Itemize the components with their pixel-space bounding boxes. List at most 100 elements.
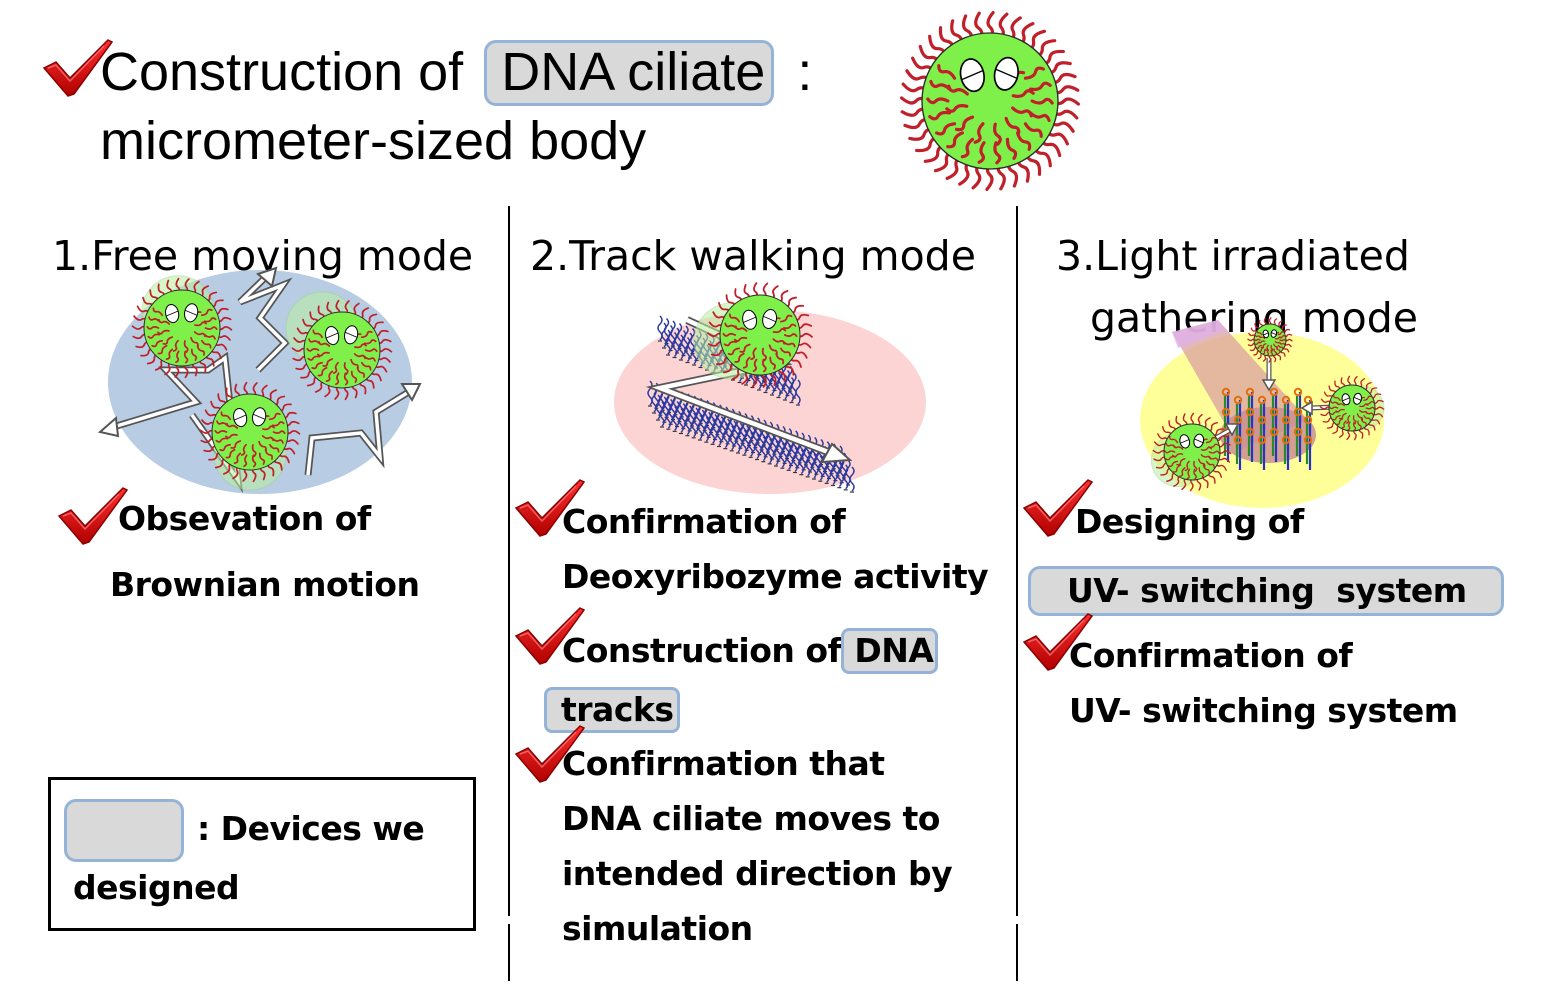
eye [1262,329,1270,339]
eye [344,325,359,345]
item-text: Construction of [562,631,842,670]
dna-strand [849,466,855,493]
legend-box: : Devices we designed [48,777,476,931]
dna-strand [665,329,671,356]
dna-strand [716,421,722,448]
irradiated-spot [1220,407,1316,463]
highlight-text: UV- switching system [1067,571,1467,610]
item-line: Brownian motion [110,565,420,604]
dna-strand [760,436,767,463]
item-line: DNA ciliate moves to [562,799,940,838]
dna-strand [697,414,703,441]
dna-ciliate-icon [131,275,233,379]
uv-switch-strand [1257,435,1267,470]
dna-ciliate-icon [1247,317,1293,363]
dna-strand [795,379,801,406]
free-moving-illustration [97,266,422,494]
uv-switch-strand [1281,435,1291,470]
dna-strand [811,453,817,480]
dna-strand [836,462,843,489]
dna-ciliate-icon [1150,412,1232,492]
dna-strand [769,369,775,396]
dna-strand [709,418,716,445]
title-colon: : [797,42,813,102]
uv-switch-strand [1269,427,1279,462]
eye [762,309,778,329]
eye [184,303,199,323]
dna-ciliate-icon [1319,375,1385,441]
item-line: Deoxyribozyme activity [562,557,989,596]
dna-strand [678,408,684,435]
dna-strand [830,460,836,487]
dna-strand [747,431,754,458]
item-line: intended direction by [562,854,953,893]
mode-title-light-irradiated: 3.Light irradiated [1056,232,1410,280]
dna-strand [659,401,665,428]
arrowhead [256,266,278,288]
item-line: Obsevation of [118,499,371,538]
eye [1179,434,1191,449]
legend-device-swatch [64,799,184,862]
uv-switch-strand [1245,427,1255,462]
highlight-text: tracks [561,690,674,729]
uv-switch-strand [1233,435,1243,470]
dna-strand [722,423,729,450]
dna-strand [766,438,773,465]
dna-strand [735,427,741,454]
dna-strand [842,464,849,491]
dna-strand [678,334,684,361]
eye [1341,393,1351,406]
mode3-item-designing: Designing of [1075,502,1304,541]
light-gathering-illustration [1140,317,1385,508]
dna-strand [741,429,748,456]
dna-strand [779,442,786,469]
dna-strand [690,412,697,439]
uv-switch-strand [1303,435,1313,470]
dna-strand [792,447,798,474]
dna-strand [684,410,691,437]
item-line: Confirmation of [562,502,846,541]
legend-label: : Devices we [197,809,425,848]
page-subtitle: micrometer-sized body [100,111,647,171]
uv-switch-strand [1293,427,1303,462]
column-divider [508,924,510,981]
column-divider [1016,924,1018,981]
arrowhead [1300,400,1313,416]
dna-ciliate-icon [900,11,1080,191]
mode1-item-brownian: Obsevation of Brownian motion [110,491,420,612]
eye [993,56,1019,91]
title-prefix: Construction of [100,42,464,102]
dna-strand [785,444,792,471]
device-highlight-tracks: tracks [544,687,681,733]
dna-strand [798,449,805,476]
eye [165,304,180,324]
dna-strand [671,405,678,432]
column-divider [508,206,510,916]
eye [233,408,248,428]
dna-ciliate-icon [693,282,813,388]
eye [1353,392,1363,405]
arrowhead [97,415,120,438]
device-highlight-dna-ciliate: DNA ciliate [484,40,775,106]
arrowhead [400,383,422,403]
arrowhead [1261,379,1277,392]
medium-ellipse [614,310,926,494]
mode-title-track-walking: 2.Track walking mode [530,232,976,280]
device-highlight-uv-switch: UV- switching system [1028,566,1504,616]
dna-strand [703,416,710,443]
device-highlight-dna: DNA [841,628,939,674]
eye [959,58,985,93]
mode3-item-confirmation: Confirmation of UV- switching system [1069,628,1458,738]
eye [1270,329,1278,338]
eye [742,309,758,330]
dna-strand [775,372,782,399]
eye [1193,433,1205,448]
dna-ciliate-icon [900,11,1080,191]
mode2-item-simulation: Confirmation that DNA ciliate moves to i… [562,736,953,956]
dna-strand [782,374,788,401]
item-line: UV- switching system [1069,691,1458,730]
dna-strand [665,403,672,430]
arrowhead [820,442,853,464]
dna-strand [671,332,678,359]
